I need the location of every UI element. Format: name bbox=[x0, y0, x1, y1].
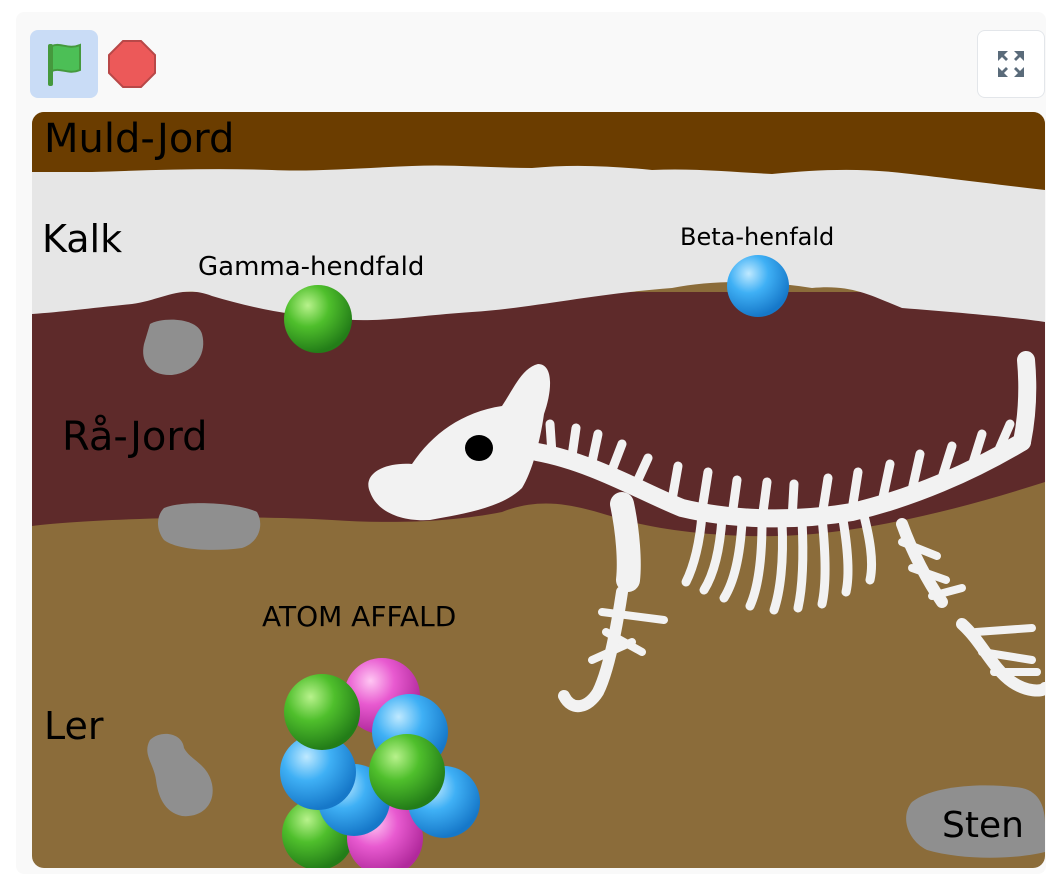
sten-label: Sten bbox=[942, 805, 1024, 846]
fullscreen-icon bbox=[978, 31, 1044, 97]
layer-label-kalk: Kalk bbox=[42, 217, 122, 261]
atom-affald-label: ATOM AFFALD bbox=[262, 600, 456, 633]
beta-particle-sprite[interactable] bbox=[727, 255, 789, 317]
beta-label: Beta-henfald bbox=[680, 223, 834, 251]
stop-button[interactable] bbox=[106, 38, 158, 90]
layer-label-muld-jord: Muld-Jord bbox=[44, 116, 234, 162]
stage[interactable]: Muld-Jord Kalk Rå-Jord Ler Gamma-hendfal… bbox=[32, 112, 1045, 868]
layer-label-raa-jord: Rå-Jord bbox=[62, 414, 208, 460]
green-flag-button[interactable] bbox=[30, 30, 98, 98]
skull-eye bbox=[465, 435, 493, 461]
layer-label-ler: Ler bbox=[44, 704, 104, 748]
gamma-label: Gamma-hendfald bbox=[198, 252, 424, 282]
gamma-particle-sprite[interactable] bbox=[284, 285, 352, 353]
green-flag-icon bbox=[30, 30, 98, 98]
stone bbox=[158, 503, 260, 550]
player-controls bbox=[30, 30, 1045, 100]
stop-sign-icon bbox=[106, 38, 158, 90]
fullscreen-button[interactable] bbox=[977, 30, 1045, 98]
